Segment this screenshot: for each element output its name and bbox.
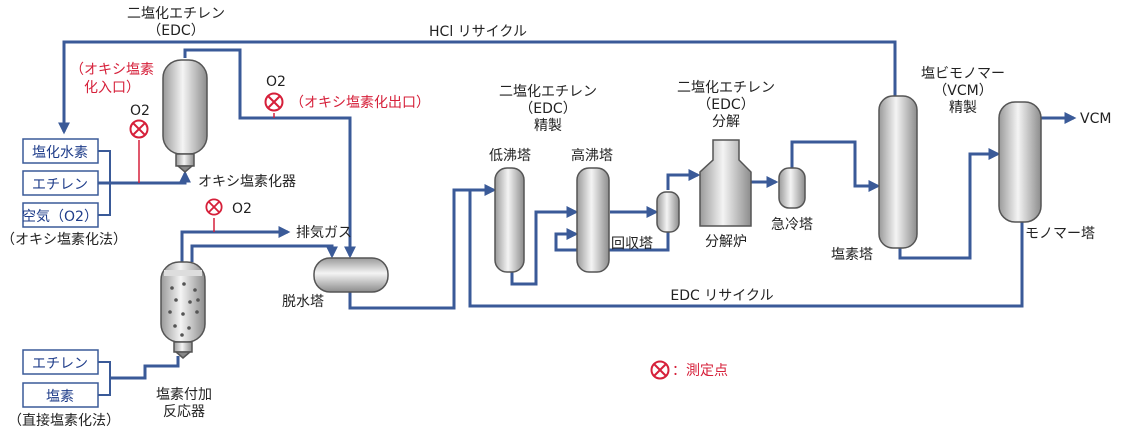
- recovery-to-highboil-line: [554, 228, 670, 252]
- direct-to-exhaust-line: [180, 226, 291, 262]
- ethylene-direct-input-label: エチレン: [32, 356, 88, 372]
- o2-label-outlet: O2: [266, 74, 286, 90]
- edc-refine-label-2: （EDC）: [519, 101, 576, 117]
- inlet-label-2: 化入口）: [84, 80, 140, 96]
- hcl-recycle-line: [58, 40, 897, 135]
- chlorine-input-label: 塩素: [46, 389, 74, 405]
- edc-recycle-line: [468, 190, 1024, 308]
- edc-decomp-label-3: 分解: [712, 114, 740, 130]
- ethylene-oxy-input-box: [22, 170, 99, 196]
- edc-refine-label-1: 二塩化エチレン: [499, 84, 597, 100]
- direct-method-label: （直接塩素化法）: [8, 412, 120, 429]
- air-input-box: [22, 202, 99, 228]
- ethylene-direct-feed-line: [98, 361, 111, 378]
- edc-recycle-label: EDC リサイクル: [670, 288, 773, 304]
- ethylene-oxy-feed-line: [98, 170, 191, 185]
- o2-label-direct: O2: [232, 201, 252, 217]
- air-feed-line: [98, 183, 111, 216]
- monomer-label: モノマー塔: [1025, 226, 1095, 242]
- recovery-to-furnace-line: [666, 169, 701, 190]
- monomer-tower: [998, 101, 1042, 223]
- quench-tower: [778, 167, 806, 209]
- quench-to-hcl-tower-line: [790, 140, 881, 192]
- dehydration-tower: [313, 257, 389, 293]
- measure-legend-icon: [650, 360, 670, 380]
- high-boil-label: 高沸塔: [571, 147, 613, 164]
- recovery-tower: [656, 191, 680, 233]
- recovery-label: 回収塔: [611, 236, 653, 252]
- direct-feed-line: [110, 356, 180, 380]
- o2-label-inlet: O2: [130, 103, 150, 119]
- chlorine-input-box: [22, 382, 99, 408]
- low-boil-label: 低沸塔: [489, 148, 531, 164]
- exhaust-label: 排気ガス: [296, 225, 352, 241]
- edc-decomp-label-1: 二塩化エチレン: [677, 80, 775, 96]
- hcl-tower-label: 塩素塔: [831, 247, 873, 263]
- high-boiling-tower: [576, 167, 610, 273]
- vcm-output-label: VCM: [1080, 111, 1111, 127]
- hcl-input-box: [22, 138, 99, 164]
- measure-point-direct-icon: [205, 198, 223, 216]
- direct-to-dehydration-line: [190, 244, 338, 262]
- edc-refine-label-3: 精製: [534, 118, 562, 134]
- vcm-refine-label-1: 塩ビモノマー: [921, 66, 1005, 82]
- edc-top-label-2: （EDC）: [147, 23, 204, 39]
- measure-point-outlet-icon: [264, 92, 284, 112]
- oxychlorinator-vessel: [162, 59, 208, 173]
- vcm-refine-label-3: 精製: [949, 100, 977, 116]
- inlet-label-1: （オキシ塩素: [70, 62, 154, 78]
- edc-top-label-1: 二塩化エチレン: [127, 6, 225, 22]
- oxy-outlet-line: [183, 48, 356, 259]
- air-input-label: 空気（O2）: [22, 209, 98, 225]
- ethylene-direct-input-box: [22, 349, 99, 375]
- hcl-tower-to-monomer-line: [898, 148, 1001, 260]
- direct-chlorination-reactor: [160, 261, 206, 359]
- oxy-reactor-label: オキシ塩素化器: [198, 174, 296, 190]
- edc-decomp-label-2: （EDC）: [697, 97, 754, 113]
- ethylene-oxy-input-label: エチレン: [32, 177, 88, 193]
- cracking-furnace: [699, 139, 752, 227]
- measure-legend-label: ：測定点: [672, 363, 728, 379]
- hcl-recycle-label: HCl リサイクル: [429, 24, 527, 40]
- hcl-input-label: 塩化水素: [32, 145, 88, 161]
- dehydration-label: 脱水塔: [282, 294, 324, 310]
- direct-reactor-label-2: 反応器: [163, 404, 205, 420]
- low-boiling-tower: [494, 167, 525, 273]
- lowboil-to-highboil-line: [510, 206, 579, 286]
- chlorine-feed-line: [98, 378, 111, 396]
- outlet-label: （オキシ塩素化出口）: [290, 95, 430, 111]
- furnace-label: 分解炉: [705, 234, 747, 250]
- direct-reactor-label-1: 塩素付加: [156, 387, 212, 403]
- vcm-refine-label-2: （VCM）: [933, 83, 992, 99]
- hcl-tower: [878, 95, 918, 249]
- hcl-feed-line: [98, 150, 111, 183]
- quench-label: 急冷塔: [771, 217, 813, 233]
- oxy-method-label: （オキシ塩素化法）: [1, 232, 127, 248]
- dehydration-to-lowboil-line: [348, 184, 497, 310]
- measure-point-inlet-icon: [129, 119, 149, 139]
